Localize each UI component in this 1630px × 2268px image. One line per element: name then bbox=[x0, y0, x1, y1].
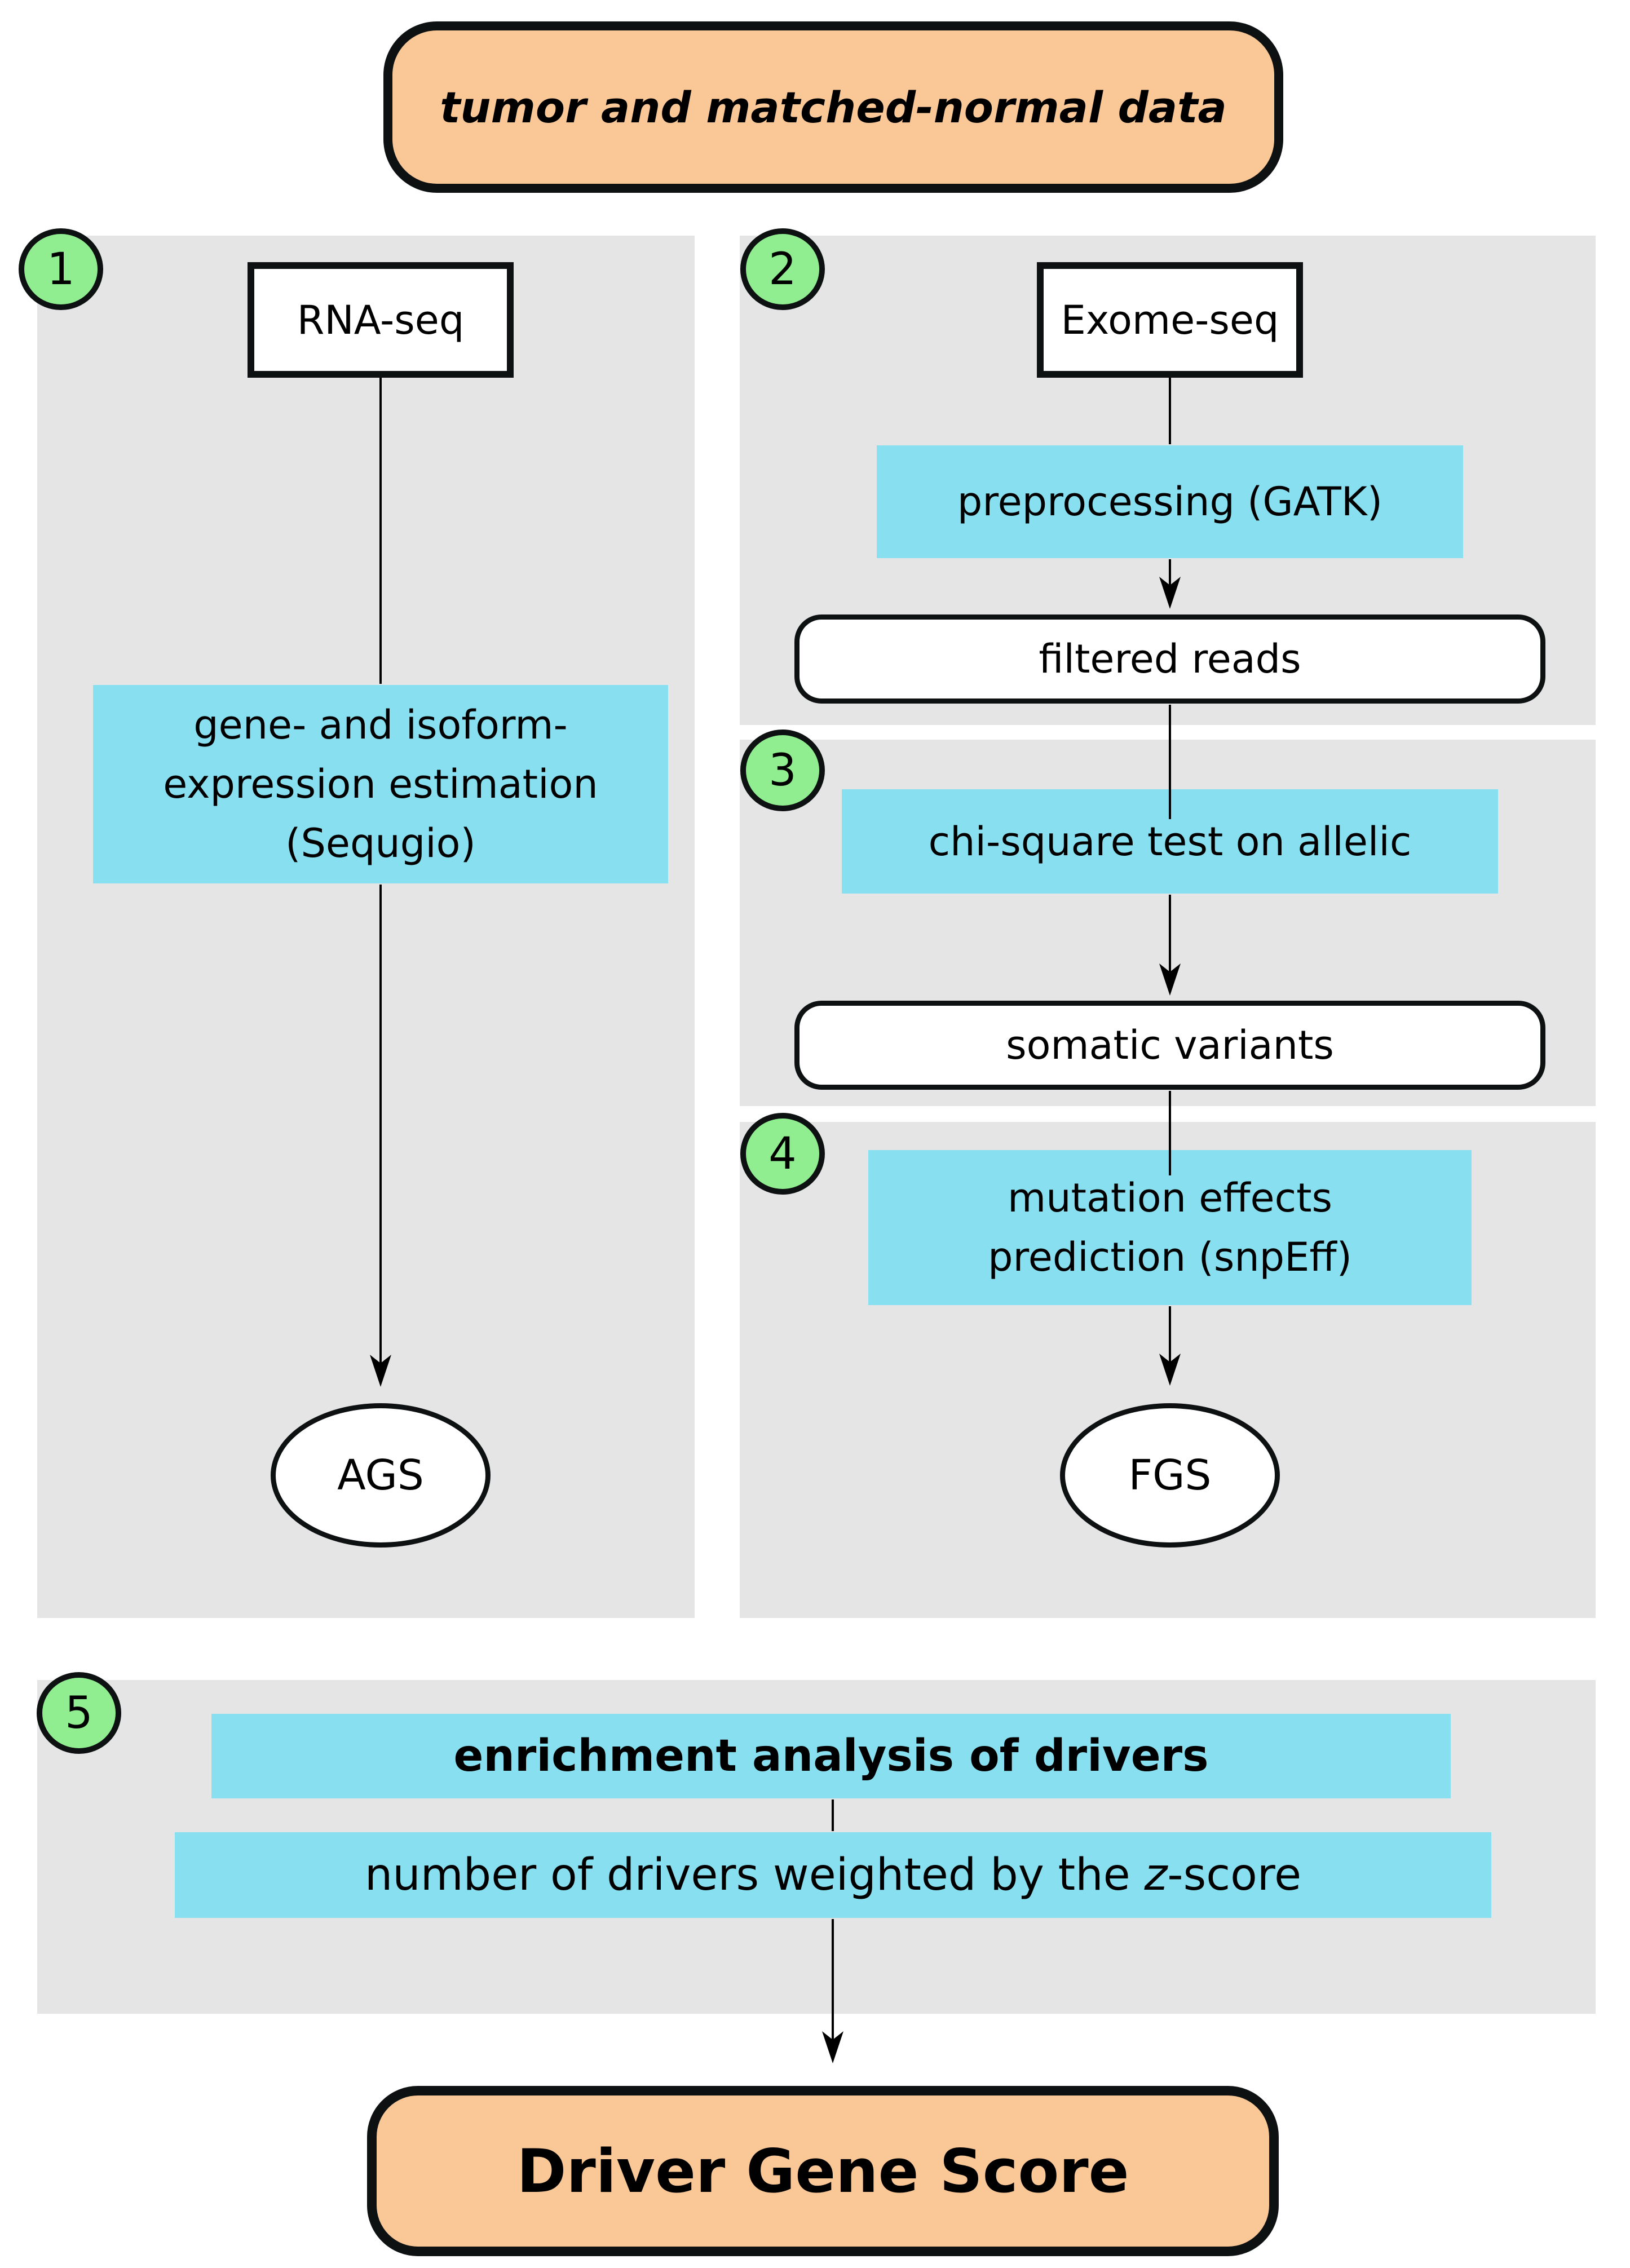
step-badge-2: 2 bbox=[740, 228, 825, 310]
weighted-drivers-node: number of drivers weighted by the z-scor… bbox=[175, 1832, 1491, 1918]
exome-seq-label: Exome-seq bbox=[1061, 297, 1279, 343]
ags-node: AGS bbox=[271, 1403, 491, 1548]
rna-seq-node: RNA-seq bbox=[248, 262, 514, 378]
mutation-line-1: mutation effects bbox=[1008, 1174, 1332, 1221]
somatic-variants-label: somatic variants bbox=[1006, 1022, 1334, 1068]
weighted-drivers-label: number of drivers weighted by the z-scor… bbox=[365, 1853, 1301, 1897]
preprocessing-node: preprocessing (GATK) bbox=[877, 445, 1463, 558]
arrowhead-driver-gene-score bbox=[822, 2031, 843, 2063]
input-label: tumor and matched-normal data bbox=[440, 82, 1227, 132]
panel-step1-rna bbox=[37, 236, 695, 1618]
mutation-effects-node: mutation effects prediction (snpEff) bbox=[868, 1150, 1472, 1305]
estimation-line-2: expression estimation bbox=[163, 761, 598, 807]
enrichment-title-label: enrichment analysis of drivers bbox=[453, 1731, 1209, 1781]
step-badge-3: 3 bbox=[740, 730, 825, 811]
step-badge-5-number: 5 bbox=[65, 1687, 93, 1739]
somatic-variants-node: somatic variants bbox=[794, 1001, 1545, 1090]
chi-square-node: chi-square test on allelic bbox=[842, 789, 1498, 894]
step-badge-4: 4 bbox=[740, 1113, 825, 1195]
ags-label: AGS bbox=[337, 1451, 424, 1500]
step-badge-1-number: 1 bbox=[47, 244, 75, 295]
driver-gene-score-terminator: Driver Gene Score bbox=[367, 2086, 1279, 2256]
step-badge-2-number: 2 bbox=[768, 244, 797, 295]
step-badge-1: 1 bbox=[19, 228, 103, 310]
input-terminator: tumor and matched-normal data bbox=[383, 21, 1283, 193]
filtered-reads-label: filtered reads bbox=[1039, 636, 1301, 682]
preprocessing-label: preprocessing (GATK) bbox=[957, 479, 1383, 525]
exome-seq-node: Exome-seq bbox=[1037, 262, 1303, 378]
expression-estimation-node: gene- and isoform- expression estimation… bbox=[93, 685, 668, 883]
weighted-prefix: number of drivers weighted by the bbox=[364, 1850, 1145, 1900]
step-badge-5: 5 bbox=[37, 1672, 121, 1754]
mutation-line-2: prediction (snpEff) bbox=[988, 1234, 1352, 1280]
driver-gene-score-label: Driver Gene Score bbox=[516, 2136, 1129, 2206]
weighted-suffix: -score bbox=[1167, 1850, 1302, 1900]
chi-square-label: chi-square test on allelic bbox=[928, 818, 1412, 865]
fgs-node: FGS bbox=[1060, 1403, 1280, 1548]
step-badge-3-number: 3 bbox=[768, 745, 797, 796]
enrichment-title-node: enrichment analysis of drivers bbox=[211, 1714, 1451, 1798]
weighted-z-italic: z bbox=[1144, 1850, 1168, 1900]
fgs-label: FGS bbox=[1128, 1451, 1212, 1500]
filtered-reads-node: filtered reads bbox=[794, 614, 1545, 704]
estimation-line-3: (Sequgio) bbox=[285, 820, 476, 866]
step-badge-4-number: 4 bbox=[768, 1128, 797, 1179]
rna-seq-label: RNA-seq bbox=[297, 297, 465, 343]
estimation-line-1: gene- and isoform- bbox=[193, 701, 568, 748]
